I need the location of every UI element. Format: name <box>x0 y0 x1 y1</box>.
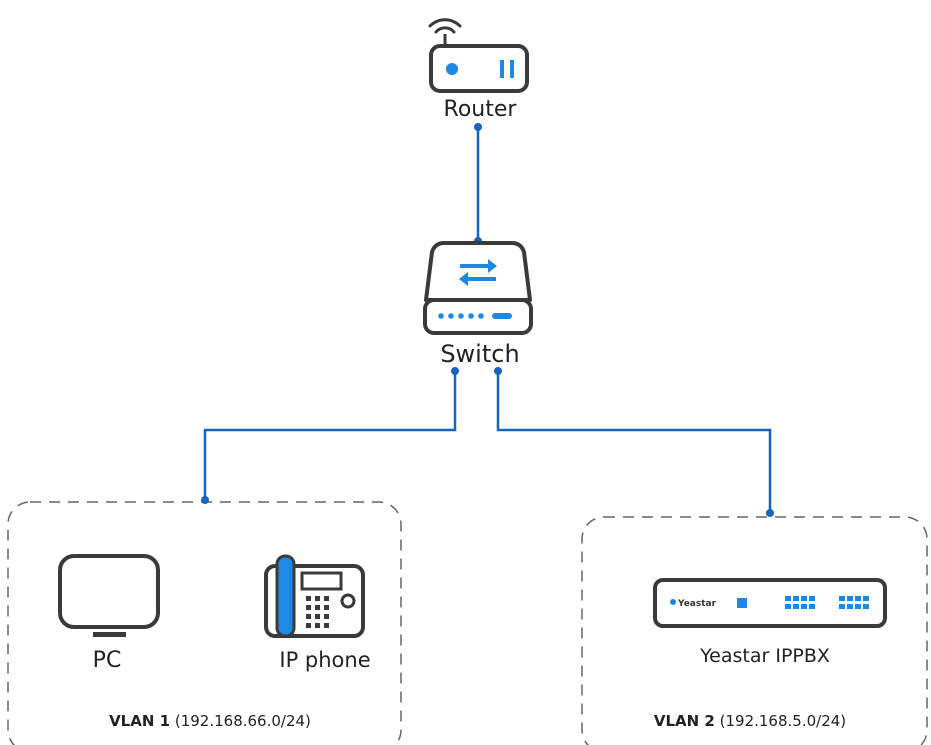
vlan2-group-box <box>581 516 928 745</box>
router-icon <box>428 18 529 93</box>
link-endpoints <box>201 123 774 517</box>
pc-label: PC <box>92 648 122 673</box>
ippbx-label: Yeastar IPPBX <box>700 645 830 667</box>
vlan2-name: VLAN 2 <box>653 712 715 730</box>
ippbx-brand-text: Yeastar <box>677 599 717 609</box>
link-switch-vlan2 <box>496 371 772 513</box>
router-label: Router <box>443 97 517 122</box>
monitor-icon <box>58 554 160 637</box>
vlan1-subnet: (192.168.66.0/24) <box>174 712 311 730</box>
ippbx-appliance-icon: Yeastar <box>653 578 887 628</box>
link-endpoint <box>766 509 774 517</box>
switch-icon <box>423 241 533 335</box>
links <box>203 127 772 513</box>
ip-phone-label: IP phone <box>279 648 371 672</box>
link-endpoint <box>494 367 502 375</box>
vlan2-subnet: (192.168.5.0/24) <box>719 712 847 730</box>
desk-phone-icon <box>264 554 365 638</box>
link-switch-vlan1 <box>203 371 457 500</box>
vlan1-label: VLAN 1 (192.168.66.0/24) <box>30 712 390 730</box>
switch-label: Switch <box>440 340 520 368</box>
link-endpoint <box>201 496 209 504</box>
link-endpoint <box>474 123 482 131</box>
link-endpoint <box>451 367 459 375</box>
vlan1-name: VLAN 1 <box>109 712 171 730</box>
vlan2-label: VLAN 2 (192.168.5.0/24) <box>585 712 915 730</box>
